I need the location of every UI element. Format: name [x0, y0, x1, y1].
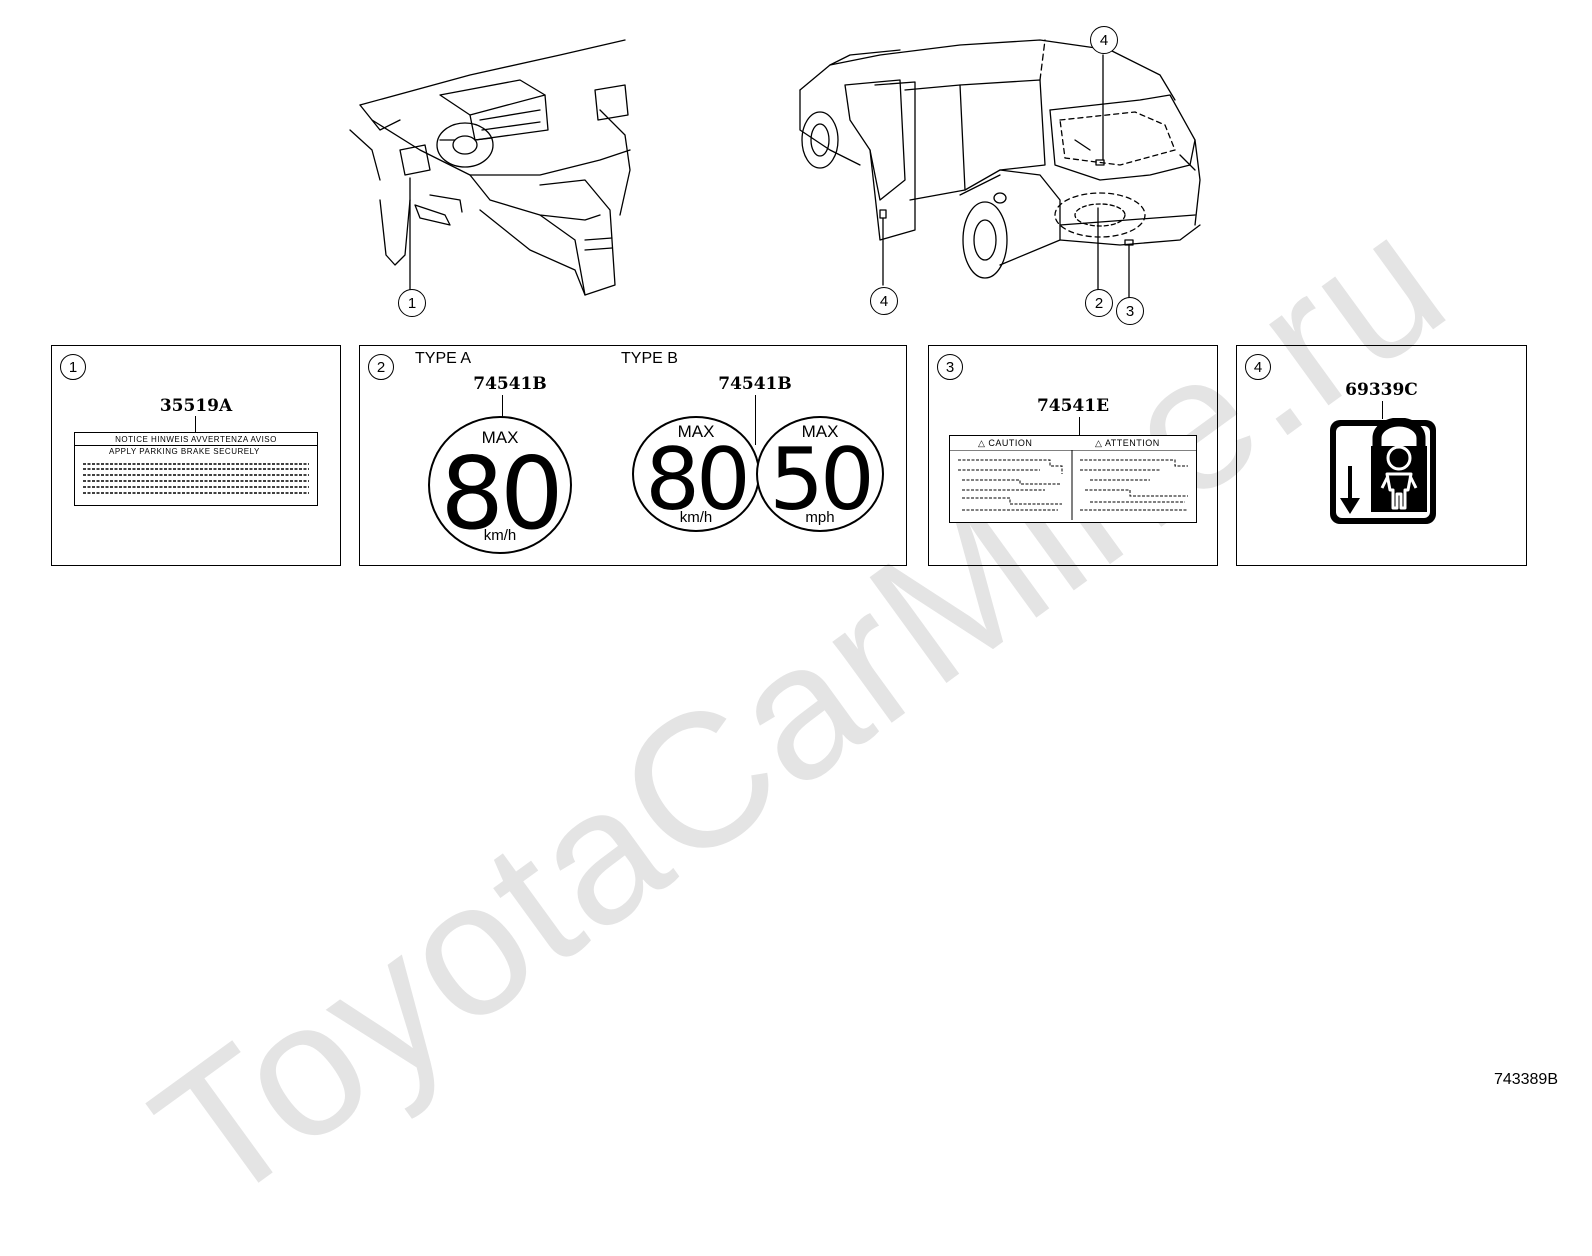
parking-brake-label: NOTICE HINWEIS AVVERTENZA AVISO APPLY PA…	[74, 432, 318, 506]
callout-2[interactable]: 2	[1085, 289, 1113, 317]
sign-value: 80	[440, 435, 563, 552]
leader-line	[755, 395, 756, 445]
panel-badge: 1	[60, 354, 86, 380]
leader-line	[195, 416, 196, 432]
speed-sign-80-kmh-b: MAX 80 km/h	[632, 416, 760, 532]
panel-label-2: 2 TYPE A TYPE B 74541B 74541B MAX 80 km/…	[359, 345, 907, 566]
caution-text: CAUTION	[988, 438, 1033, 448]
speed-sign-50-mph: MAX 50 mph	[756, 416, 884, 532]
vehicle-rear-drawing	[799, 39, 1201, 279]
sign-max: MAX	[481, 428, 519, 447]
sign-value: 50	[769, 430, 874, 530]
sign-unit: km/h	[483, 527, 517, 544]
type-a-title: TYPE A	[415, 350, 472, 367]
callout-3[interactable]: 3	[1116, 297, 1144, 325]
diagram-id: 743389B	[1493, 1071, 1558, 1088]
type-b-title: TYPE B	[621, 350, 678, 367]
leader-line	[502, 395, 503, 419]
attention-title: △ ATTENTION	[1095, 438, 1160, 448]
panel-badge: 3	[937, 354, 963, 380]
part-number[interactable]: 69339C	[1345, 380, 1418, 400]
type-b-part-number[interactable]: 74541B	[718, 374, 792, 394]
part-number[interactable]: 74541E	[1036, 396, 1110, 416]
sign-max: MAX	[677, 422, 715, 441]
sign-max: MAX	[801, 422, 839, 441]
leader-line	[1079, 417, 1080, 435]
leader-line	[1382, 401, 1383, 419]
label-text-lines	[83, 463, 309, 494]
attention-text: ATTENTION	[1104, 438, 1160, 448]
callout-4-door[interactable]: 4	[870, 287, 898, 315]
panel-badge: 2	[368, 354, 394, 380]
speed-sign-80-kmh-a: MAX 80 km/h	[428, 416, 572, 554]
part-number[interactable]: 35519A	[159, 396, 233, 416]
label-line: APPLY PARKING BRAKE SECURELY	[109, 447, 260, 456]
panel-label-1: 1 35519A NOTICE HINWEIS AVVERTENZA AVISO…	[51, 345, 341, 566]
label-text-lines	[950, 450, 1196, 520]
panel-badge: 4	[1245, 354, 1271, 380]
sign-value: 80	[645, 430, 750, 530]
interior-dashboard-drawing	[349, 39, 631, 296]
label-header: NOTICE HINWEIS AVVERTENZA AVISO	[75, 435, 317, 446]
type-a-part-number[interactable]: 74541B	[473, 374, 547, 394]
child-lock-icon	[1330, 418, 1436, 524]
sign-unit: mph	[805, 509, 835, 526]
caution-label: △ CAUTION △ ATTENTION	[949, 435, 1197, 523]
callout-1[interactable]: 1	[398, 289, 426, 317]
sign-unit: km/h	[679, 509, 713, 526]
caution-title: △ CAUTION	[978, 438, 1033, 448]
callout-4-top[interactable]: 4	[1090, 26, 1118, 54]
panel-label-3: 3 74541E △ CAUTION △ ATTENTION	[928, 345, 1218, 566]
panel-label-4: 4 69339C	[1236, 345, 1527, 566]
vehicle-illustrations	[349, 39, 1201, 299]
